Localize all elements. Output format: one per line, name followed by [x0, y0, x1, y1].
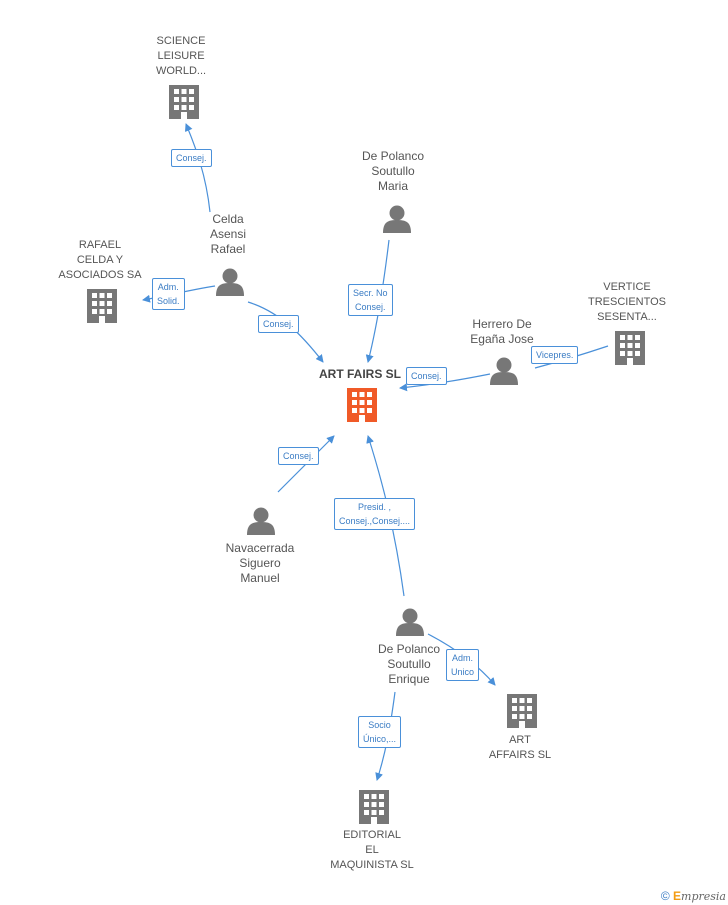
node-label-line: SESENTA... — [597, 311, 657, 323]
node-vertice-trescientos[interactable]: VERTICE TRESCIENTOS SESENTA... — [580, 280, 674, 325]
edge-label-text: Consej.,Consej.... — [339, 516, 411, 526]
building-icon[interactable] — [359, 790, 389, 824]
edge-label-herrero-vertice[interactable]: Vicepres. — [531, 346, 579, 364]
node-label-line: Celda — [212, 212, 244, 226]
node-center-company[interactable]: ART FAIRS SL — [319, 367, 401, 381]
edge-label-text: Solid. — [157, 296, 180, 306]
building-icon[interactable] — [347, 388, 377, 422]
person-icon[interactable] — [383, 205, 411, 234]
node-label-line: TRESCIENTOS — [587, 296, 667, 308]
edge-label-text: Vicepres. — [536, 350, 574, 360]
edge-label-text: Consej. — [355, 302, 386, 312]
edge-label-enrique-artaffairs[interactable]: Adm. Unico — [446, 649, 480, 681]
node-label-line: MAQUINISTA SL — [330, 859, 414, 871]
node-label-line: Manuel — [240, 571, 280, 585]
person-icon[interactable] — [396, 608, 424, 637]
node-rafael-celda-asociados[interactable]: RAFAEL CELDA Y ASOCIADOS SA — [50, 238, 150, 283]
node-label-line: CELDA Y — [76, 254, 124, 266]
edge-celda-science — [184, 123, 211, 213]
node-label-line: EL — [365, 844, 379, 856]
node-label-line: ART — [509, 734, 531, 746]
node-label-line: LEISURE — [157, 50, 205, 62]
node-label-line: VERTICE — [603, 281, 651, 293]
node-label-line: Rafael — [210, 242, 246, 256]
edge-label-navacerrada-center[interactable]: Consej. — [278, 447, 319, 465]
edge-label-text: Unico — [451, 667, 475, 677]
edge-label-text: Consej. — [283, 451, 314, 461]
edge-label-text: Adm. — [157, 282, 179, 292]
node-science-leisure[interactable]: SCIENCE LEISURE WORLD... — [140, 34, 222, 79]
node-label-line: WORLD... — [155, 65, 207, 77]
edge-label-enrique-center[interactable]: Presid. , Consej.,Consej.... — [334, 498, 416, 530]
node-label-line: De Polanco — [377, 642, 441, 656]
node-editorial-maquinista[interactable]: EDITORIAL EL MAQUINISTA SL — [322, 828, 422, 873]
node-celda-asensi-rafael[interactable]: Celda Asensi Rafael — [188, 212, 268, 257]
node-herrero-egana-jose[interactable]: Herrero De Egaña Jose — [458, 317, 546, 347]
node-label-line: De Polanco — [361, 149, 425, 163]
edge-label-celda-rafael[interactable]: Adm. Solid. — [152, 278, 185, 310]
edge-label-text: Único,... — [363, 734, 397, 744]
brand-initial: E — [673, 889, 682, 903]
node-label-line: RAFAEL — [78, 239, 122, 251]
node-label-line: SCIENCE — [156, 35, 206, 47]
edge-label-text: Consej. — [176, 153, 207, 163]
edge-label-enrique-editorial[interactable]: Socio Único,... — [358, 716, 402, 748]
node-label-line: Navacerrada — [225, 541, 295, 555]
node-label-line: Maria — [377, 179, 408, 193]
person-icon[interactable] — [490, 357, 518, 386]
building-icon[interactable] — [615, 331, 645, 365]
brand-name: mpresia — [681, 890, 726, 903]
node-art-affairs[interactable]: ART AFFAIRS SL — [478, 733, 562, 763]
edge-label-celda-science[interactable]: Consej. — [171, 149, 212, 167]
edge-label-celda-center[interactable]: Consej. — [258, 315, 299, 333]
edge-label-text: Socio — [368, 720, 391, 730]
node-label-line: Soutullo — [387, 657, 431, 671]
node-de-polanco-maria[interactable]: De Polanco Soutullo Maria — [348, 149, 438, 194]
node-de-polanco-enrique[interactable]: De Polanco Soutullo Enrique — [364, 642, 454, 687]
node-label-line: EDITORIAL — [343, 829, 401, 841]
person-icon[interactable] — [216, 268, 244, 297]
node-label-line: Siguero — [239, 556, 281, 570]
node-navacerrada-siguero[interactable]: Navacerrada Siguero Manuel — [214, 541, 306, 586]
node-label-line: AFFAIRS SL — [488, 749, 552, 761]
edge-label-text: Consej. — [263, 319, 294, 329]
empresia-logo: © Empresia — [661, 889, 726, 903]
node-label-line: Soutullo — [371, 164, 415, 178]
building-icon[interactable] — [169, 85, 199, 119]
building-icon[interactable] — [87, 289, 117, 323]
node-label-line: Egaña Jose — [470, 332, 534, 346]
person-icon[interactable] — [247, 507, 275, 536]
node-label-line: Herrero De — [472, 317, 532, 331]
edge-label-text: Presid. , — [358, 502, 392, 512]
node-label-line: ASOCIADOS SA — [58, 269, 142, 281]
edge-label-text: Consej. — [411, 371, 442, 381]
node-label-line: Enrique — [388, 672, 430, 686]
edge-label-text: Adm. — [452, 653, 474, 663]
copyright-symbol: © — [660, 889, 670, 903]
edge-label-herrero-center[interactable]: Consej. — [406, 367, 447, 385]
center-company-name: ART FAIRS SL — [319, 367, 402, 381]
edge-label-maria-center[interactable]: Secr. No Consej. — [348, 284, 393, 316]
edge-label-text: Secr. No — [353, 288, 388, 298]
building-icon[interactable] — [507, 694, 537, 728]
node-label-line: Asensi — [209, 227, 247, 241]
